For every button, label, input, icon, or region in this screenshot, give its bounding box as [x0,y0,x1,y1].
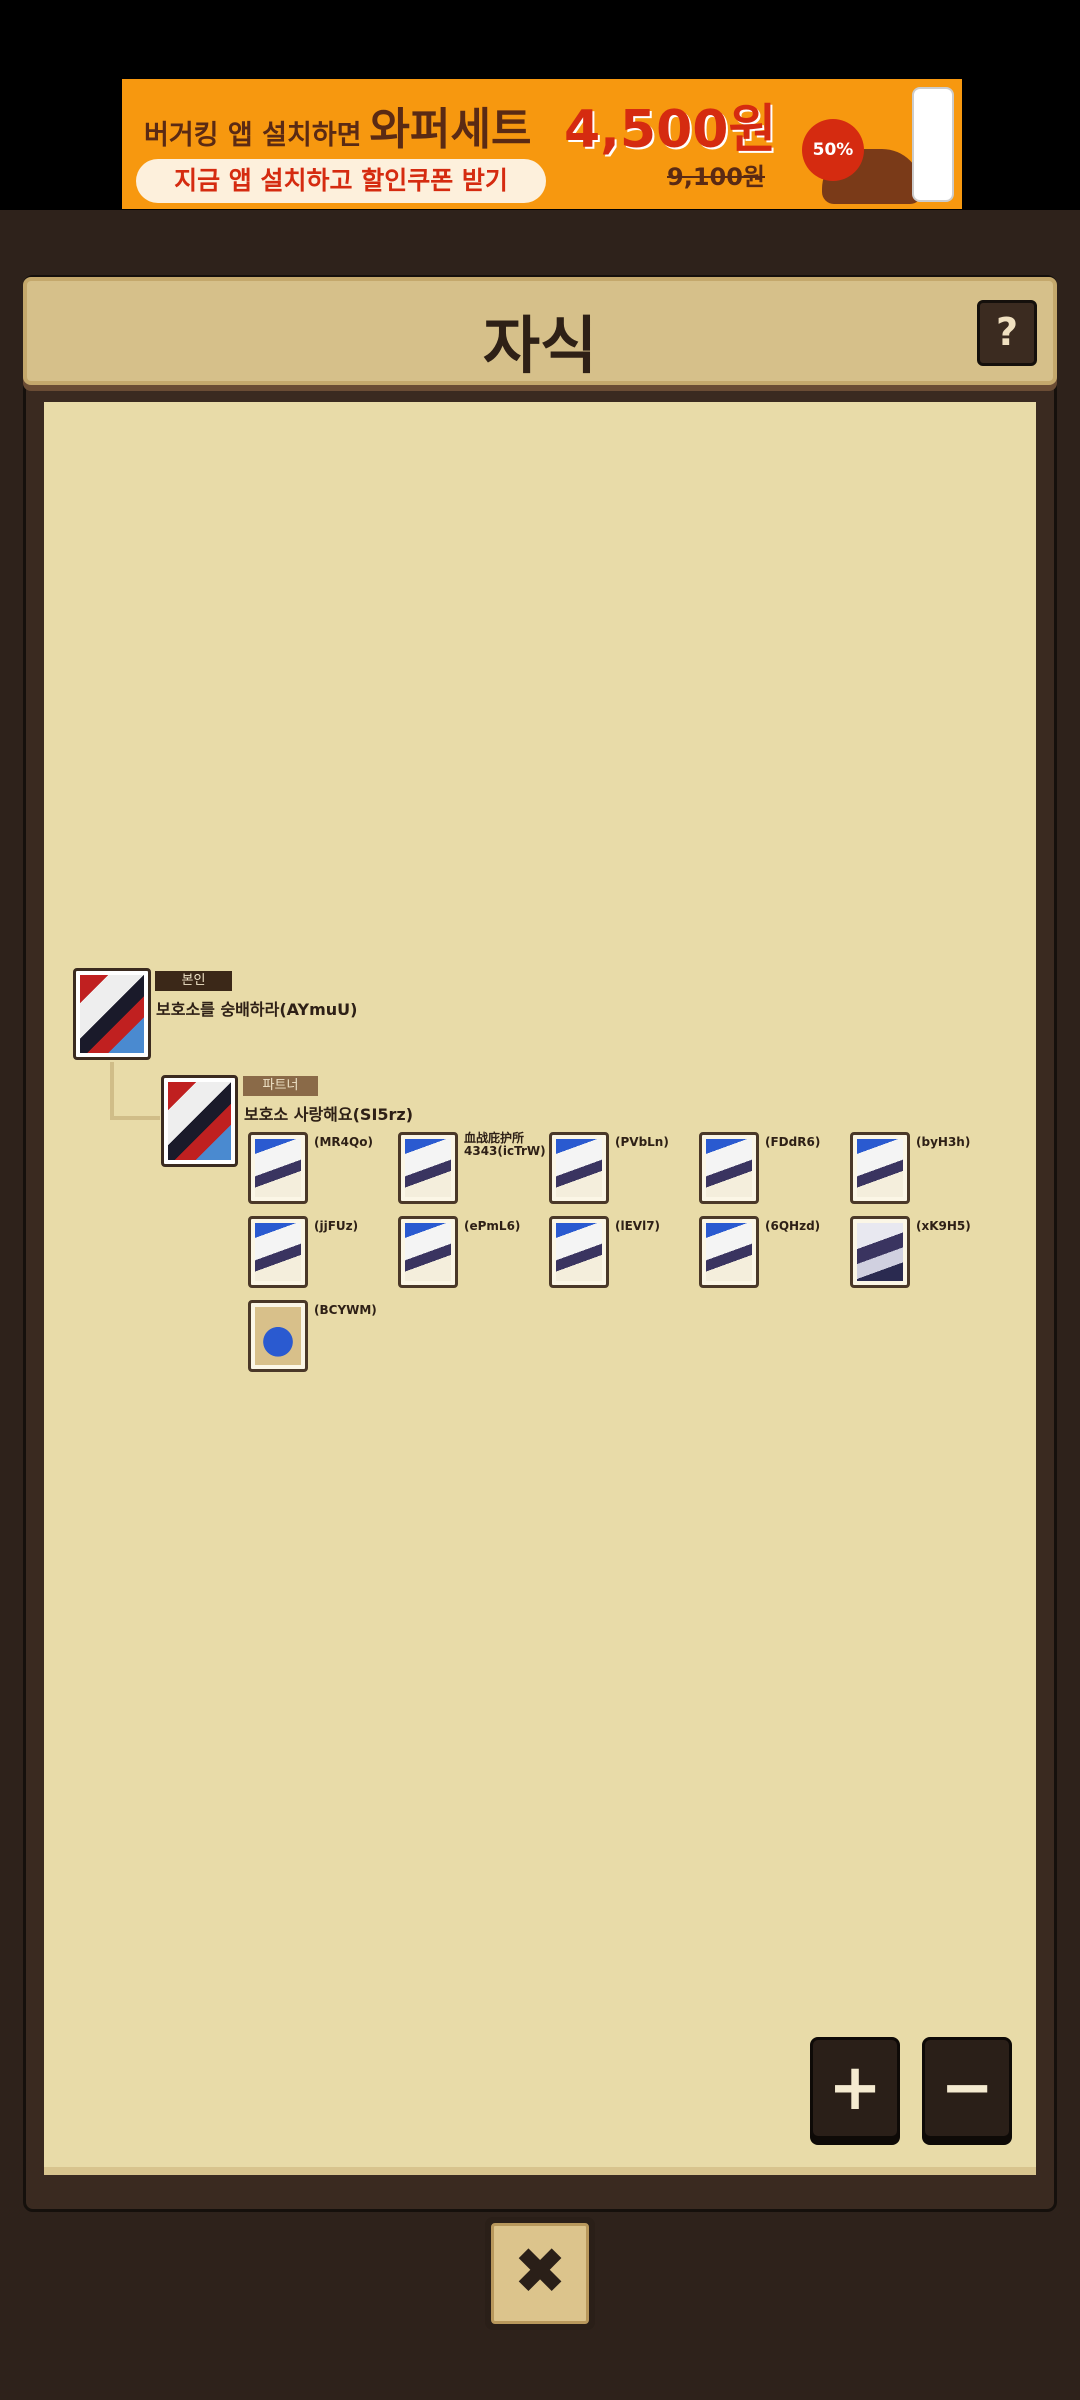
child-avatar[interactable] [398,1216,458,1288]
child-name: (BCYWM) [314,1303,377,1317]
child-avatar[interactable] [248,1216,308,1288]
child-avatar[interactable] [699,1216,759,1288]
close-icon: ✖ [491,2223,589,2324]
ad-old-price: 9,100원 [667,163,765,191]
zoom-out-button[interactable]: − [922,2037,1012,2139]
child-name: (6QHzd) [765,1219,821,1233]
ad-discount-badge: 50% [802,119,864,181]
child-avatar[interactable] [549,1132,609,1204]
self-tag: 본인 [155,971,232,991]
child-avatar[interactable] [850,1132,910,1204]
child-name: (xK9H5) [916,1219,971,1233]
child-avatar[interactable] [248,1132,308,1204]
ad-cta[interactable]: 지금 앱 설치하고 할인쿠폰 받기 [136,159,546,203]
child-avatar[interactable] [549,1216,609,1288]
self-name: 보호소를 숭배하라(AYmuU) [156,1000,358,1019]
ad-line1: 버거킹 앱 설치하면 [144,120,362,151]
zoom-in-button[interactable]: + [810,2037,900,2139]
child-name: (PVbLn) [615,1135,669,1149]
tree-connector [110,1062,114,1120]
child-name: (ePmL6) [464,1219,521,1233]
close-button[interactable]: ✖ [485,2217,595,2330]
child-name: (FDdR6) [765,1135,821,1149]
help-button[interactable]: ? [977,300,1037,366]
ad-product: 와퍼세트 [369,104,532,155]
child-name: (byH3h) [916,1135,971,1149]
partner-tag: 파트너 [243,1076,318,1096]
child-avatar[interactable] [699,1132,759,1204]
page-title: 자식 [482,309,598,382]
phone-image [912,87,954,202]
title-bar: 자식 ? [23,277,1057,385]
child-name: (lEVl7) [615,1219,661,1233]
tree-connector [110,1116,160,1120]
child-name: (MR4Qo) [314,1135,373,1149]
child-avatar[interactable] [850,1216,910,1288]
child-avatar[interactable] [398,1132,458,1204]
family-tree-canvas[interactable] [44,402,1036,2175]
ad-price: 4,500원 [564,100,777,160]
partner-name: 보호소 사랑해요(SI5rz) [244,1105,414,1124]
child-name: (jjFUz) [314,1219,359,1233]
self-avatar[interactable] [73,968,151,1060]
partner-avatar[interactable] [161,1075,238,1167]
child-avatar[interactable] [248,1300,308,1372]
child-name: 血战庇护所 4343(icTrW) [464,1131,546,1158]
